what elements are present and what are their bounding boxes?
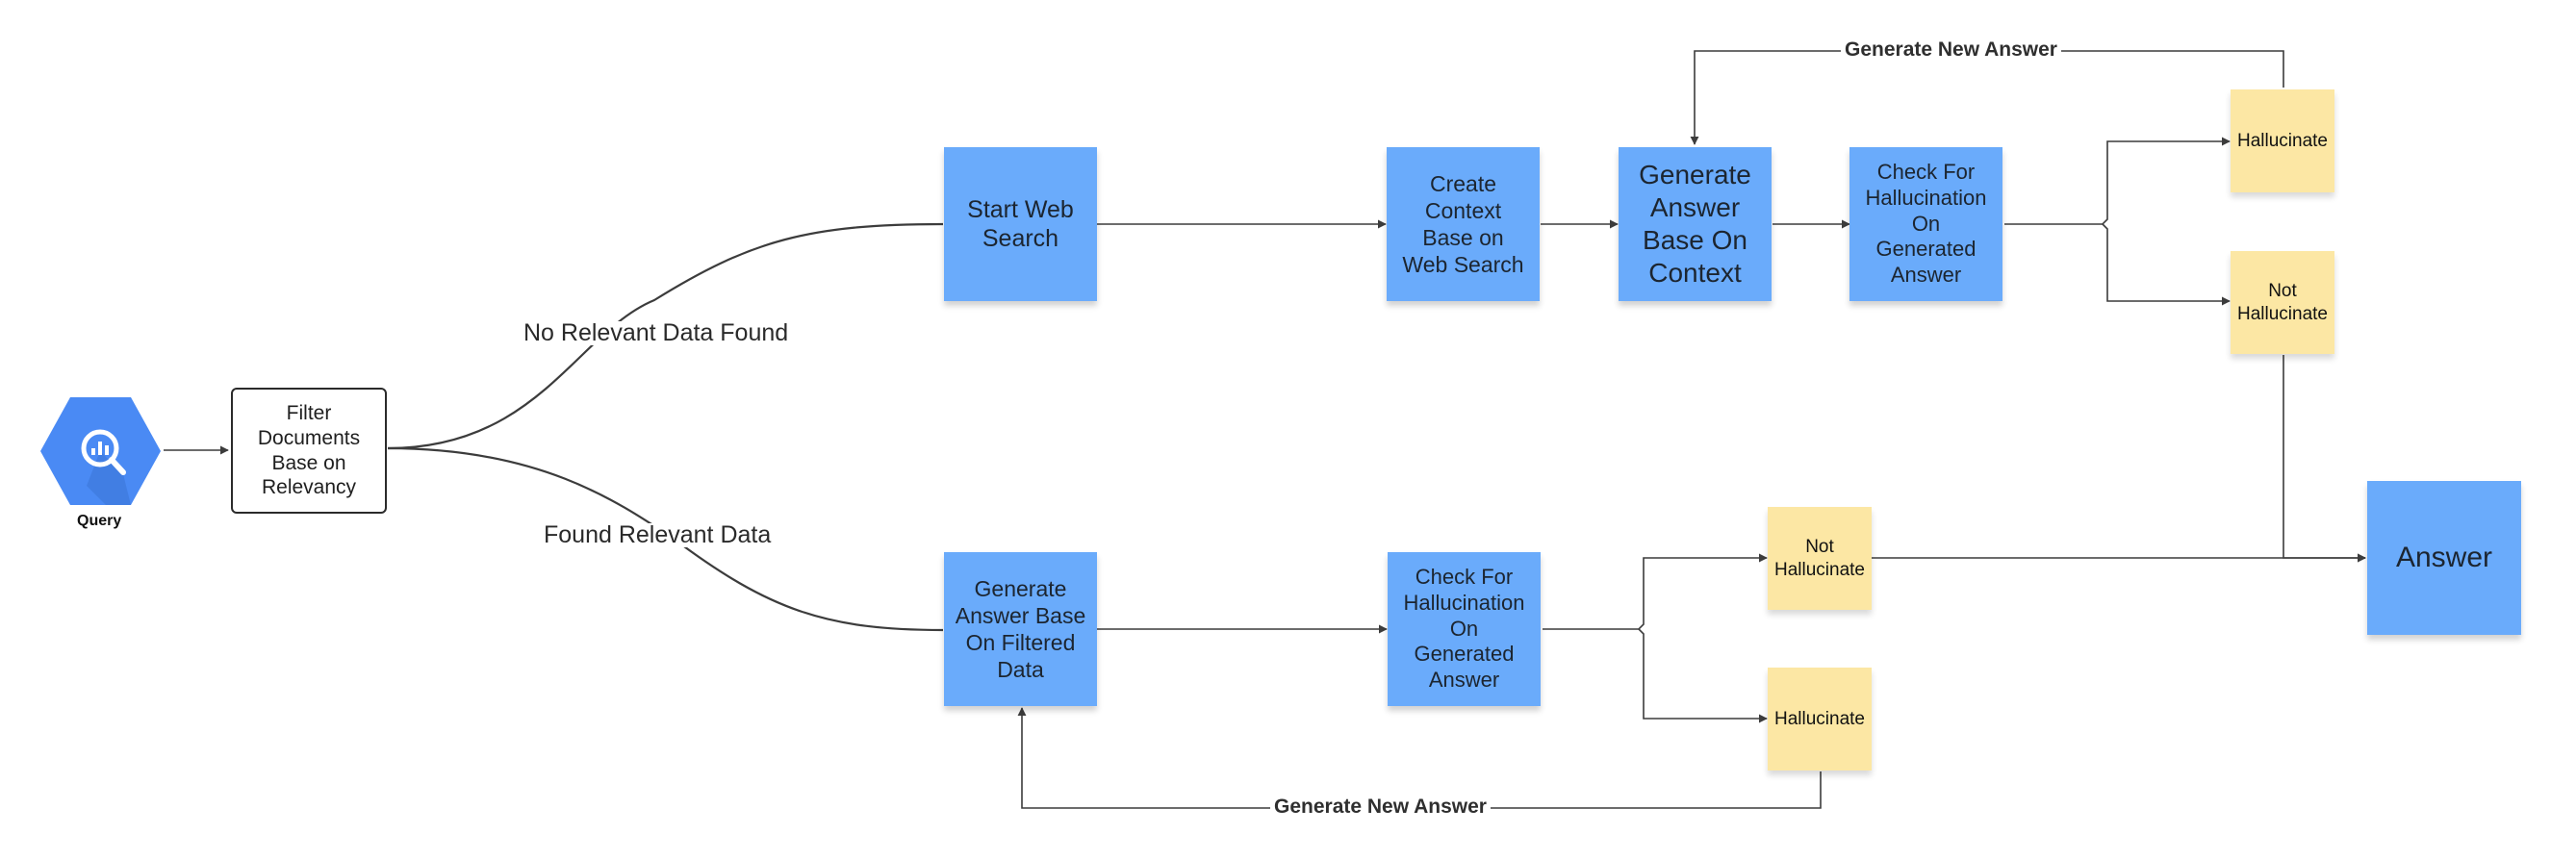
answer-node[interactable]: Answer [2367,481,2521,635]
edge-not-hallucinate-top-to-answer [2283,355,2366,563]
not-hallucinate-bottom-note[interactable]: Not Hallucinate [1768,507,1872,610]
generate-answer-context-node[interactable]: Generate Answer Base On Context [1619,147,1772,301]
check-hallucination-top-label: Check For Hallucination On Generated Ans… [1865,159,1987,288]
not-hallucinate-top-label: Not Hallucinate [2237,281,2328,324]
edge-check-top-branch-not [2102,223,2231,306]
no-relevant-data-label: No Relevant Data Found [523,319,789,346]
generate-answer-filtered-label: Generate Answer Base On Filtered Data [955,575,1086,683]
not-hallucinate-top-note[interactable]: Not Hallucinate [2231,251,2334,354]
check-hallucination-top-node[interactable]: Check For Hallucination On Generated Ans… [1849,147,2002,301]
hallucinate-top-label: Hallucinate [2237,130,2328,151]
generate-answer-filtered-node[interactable]: Generate Answer Base On Filtered Data [944,552,1097,706]
create-context-node[interactable]: Create Context Base on Web Search [1387,147,1540,301]
start-web-search-label: Start Web Search [967,195,1074,253]
generate-new-answer-bottom-label: Generate New Answer [1270,796,1491,817]
edge-check-top-branch [2004,137,2231,225]
generate-answer-context-label: Generate Answer Base On Context [1639,159,1751,289]
filter-documents-node[interactable]: Filter Documents Base on Relevancy [231,388,387,514]
check-hallucination-bottom-label: Check For Hallucination On Generated Ans… [1403,564,1525,693]
hallucinate-top-note[interactable]: Hallucinate [2231,89,2334,192]
edge-loop-bottom [1017,707,1822,809]
filter-documents-label: Filter Documents Base on Relevancy [257,402,361,499]
query-icon [40,397,161,505]
create-context-label: Create Context Base on Web Search [1402,170,1524,278]
edge-filter-to-web-search [387,222,944,450]
not-hallucinate-bottom-label: Not Hallucinate [1774,537,1865,580]
answer-label: Answer [2395,541,2493,573]
hallucinate-bottom-label: Hallucinate [1774,708,1865,729]
found-relevant-data-label: Found Relevant Data [544,521,772,548]
edge-check-bottom-branch [1543,553,1768,630]
hallucinate-bottom-note[interactable]: Hallucinate [1768,668,1872,771]
edge-check-bottom-branch-hall [1638,628,1768,723]
edge-loop-top [1690,50,2284,145]
check-hallucination-bottom-node[interactable]: Check For Hallucination On Generated Ans… [1388,552,1541,706]
start-web-search-node[interactable]: Start Web Search [944,147,1097,301]
query-caption: Query [77,513,122,529]
generate-new-answer-top-label: Generate New Answer [1841,39,2061,60]
